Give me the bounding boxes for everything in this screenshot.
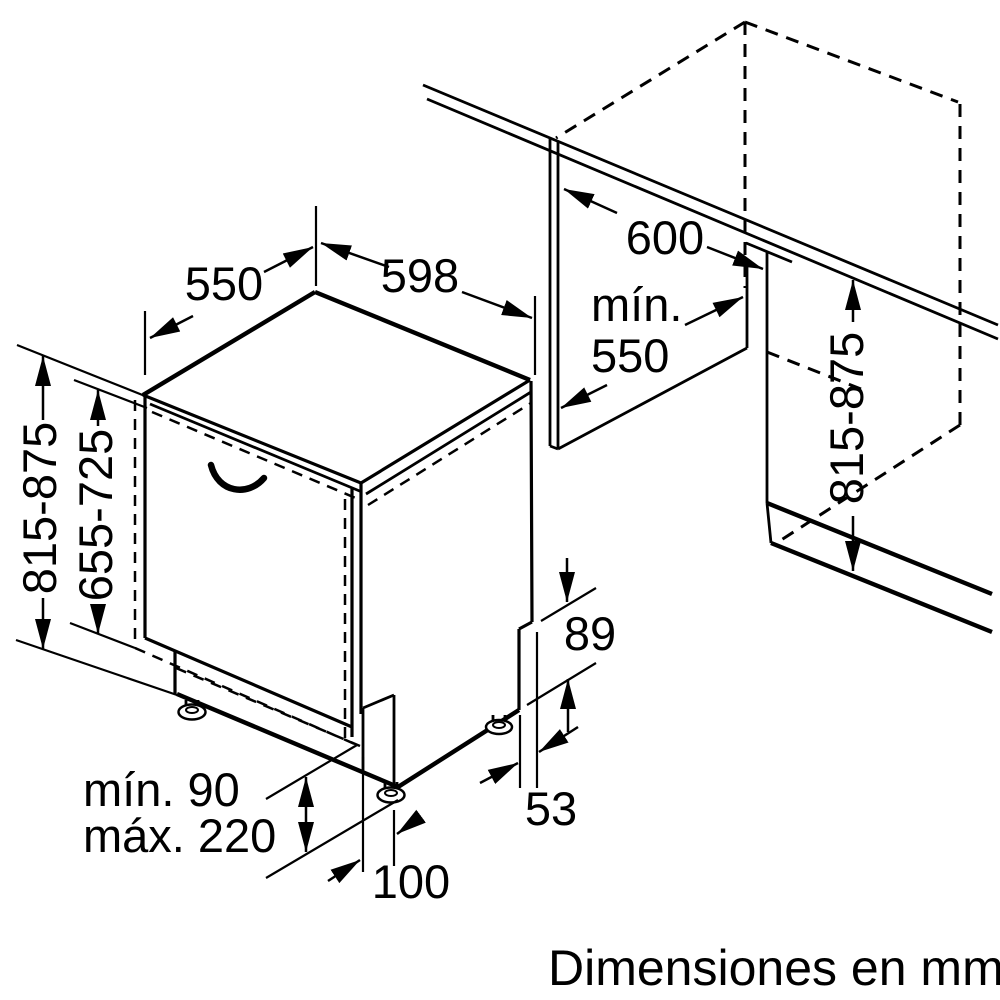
arrow-worktop-depth-right <box>706 245 764 271</box>
appliance-top-back-edges <box>141 289 531 397</box>
label-appliance-height: 815-875 <box>13 422 66 595</box>
niche-side-wall <box>548 139 993 635</box>
label-furniture-panel-height: 655-725 <box>69 429 122 602</box>
label-plinth-max: máx. 220 <box>83 809 276 862</box>
label-niche-height: 815-875 <box>820 332 873 505</box>
label-appliance-top-depth: 550 <box>185 257 263 310</box>
label-front-foot-setback: 100 <box>372 855 450 908</box>
arrow-niche-depth-down <box>560 383 608 410</box>
label-appliance-width: 598 <box>381 249 459 302</box>
niche-floor-edges <box>766 500 993 635</box>
adjustable-foot-left <box>177 700 207 721</box>
countertop-edges <box>422 83 999 341</box>
furniture-panel-dashed-outline <box>133 400 532 748</box>
label-base-height: 89 <box>564 607 616 660</box>
arrow-foot-setback-left <box>327 858 361 884</box>
adjustable-foot-front <box>376 782 406 804</box>
countertop <box>422 83 999 341</box>
appliance-door-outline <box>143 395 363 737</box>
units-note: Dimensiones en mm <box>548 940 1000 996</box>
door-handle <box>207 461 268 493</box>
label-niche-depth-prefix: mín. <box>591 278 682 331</box>
label-niche-depth-value: 550 <box>591 329 669 382</box>
arrow-width-left <box>320 241 390 269</box>
dimension-labels: 550 598 600 mín. 550 815-875 815-875 655… <box>13 211 873 908</box>
dimension-arrows <box>35 187 861 884</box>
label-rear-foot-setback: 53 <box>525 782 577 835</box>
adjustable-foot-rear <box>484 715 514 736</box>
label-worktop-depth: 600 <box>626 211 704 264</box>
appliance <box>133 289 534 804</box>
arrow-worktop-depth-left <box>563 187 618 215</box>
extension-lines <box>15 206 597 879</box>
reference-ticks <box>15 206 597 879</box>
appliance-rear-edge-and-plinth-step <box>517 380 534 710</box>
niche-dashed-box <box>555 20 962 544</box>
side-wall-edges <box>548 139 773 544</box>
arrow-top-depth-left <box>149 314 194 340</box>
arrow-rear-setback-left <box>479 761 519 785</box>
arrow-foot-setback-right <box>396 809 426 836</box>
appliance-top-front-edges <box>142 378 531 485</box>
niche-hidden-edges <box>555 20 962 544</box>
arrow-niche-depth-up <box>684 295 744 327</box>
arrow-rear-setback-right <box>538 725 579 754</box>
label-plinth-min: mín. 90 <box>83 763 240 816</box>
arrow-width-right <box>461 290 533 320</box>
arrow-top-depth-right <box>263 245 314 274</box>
appliance-top-inner-edges <box>149 390 532 496</box>
